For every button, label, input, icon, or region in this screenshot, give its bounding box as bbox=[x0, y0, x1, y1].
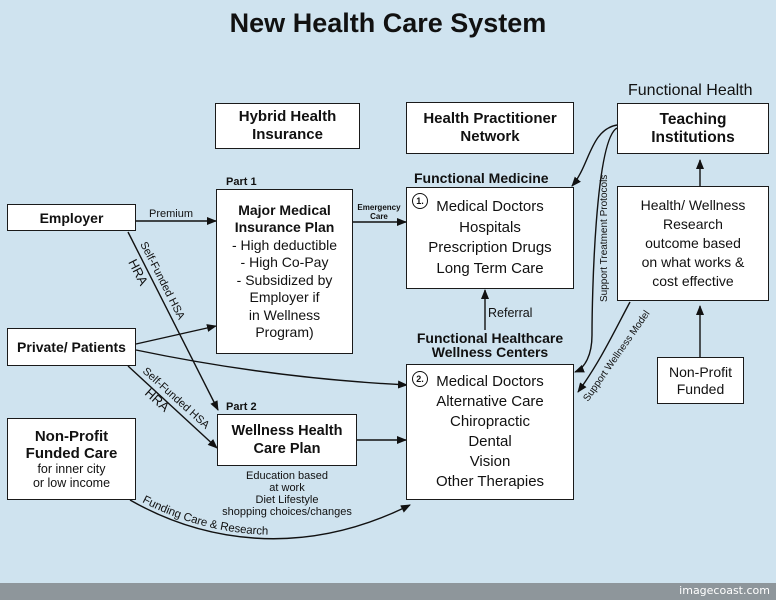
wellness-centers-header-2: Wellness Centers bbox=[431, 344, 549, 360]
label-support-treatment: Support Treatment Protocols bbox=[599, 175, 610, 302]
nonprofit-care-sub-1: for inner city bbox=[37, 462, 106, 476]
hybrid-insurance-box: Hybrid Health Insurance bbox=[215, 103, 360, 149]
functional-health-label: Functional Health bbox=[628, 82, 753, 99]
wellness-centers-item: Vision bbox=[469, 453, 511, 470]
practitioner-network-line1: Health Practitioner bbox=[423, 110, 557, 127]
functional-medicine-box: 1. Medical Doctors Hospitals Prescriptio… bbox=[406, 187, 574, 289]
wellness-centers-item: Other Therapies bbox=[435, 473, 545, 490]
wellness-centers-item: Dental bbox=[468, 433, 512, 450]
major-medical-item: in Wellness bbox=[248, 306, 321, 323]
research-line: on what works & bbox=[641, 254, 745, 270]
hybrid-insurance-line1: Hybrid Health bbox=[238, 108, 337, 125]
private-patients-label: Private/ Patients bbox=[17, 339, 126, 355]
nonprofit-care-sub-2: or low income bbox=[32, 476, 111, 490]
wellness-note-line: shopping choices/changes bbox=[222, 506, 352, 518]
research-line: Health/ Wellness bbox=[640, 197, 746, 213]
employer-box: Employer bbox=[7, 204, 136, 231]
teaching-institutions-box: Teaching Institutions bbox=[617, 103, 769, 154]
part1-label: Part 1 bbox=[226, 176, 257, 188]
wellness-plan-line1: Wellness Health bbox=[231, 423, 343, 439]
functional-medicine-header: Functional Medicine bbox=[414, 170, 549, 186]
arrow-private-major bbox=[135, 324, 217, 345]
wellness-centers-header: Functional Healthcare Wellness Centers bbox=[402, 331, 578, 359]
practitioner-network-line2: Network bbox=[460, 128, 520, 145]
functional-medicine-item: Medical Doctors bbox=[436, 198, 544, 215]
functional-medicine-item: Long Term Care bbox=[436, 259, 544, 277]
functional-medicine-item: Hospitals bbox=[459, 218, 521, 236]
major-medical-item: Program) bbox=[255, 324, 314, 340]
footer-watermark: imagecoast.com bbox=[679, 584, 770, 597]
wellness-note-line: Diet Lifestyle bbox=[255, 494, 319, 506]
major-medical-title-2: Insurance Plan bbox=[234, 219, 335, 235]
arrow-teaching-medicine bbox=[571, 124, 618, 187]
nonprofit-funded-box: Non-Profit Funded bbox=[657, 357, 744, 404]
label-referral: Referral bbox=[488, 306, 533, 320]
wellness-centers-item: Chiropractic bbox=[449, 413, 531, 430]
research-line: Research bbox=[663, 216, 723, 232]
wellness-note-line: Education based bbox=[246, 470, 328, 482]
major-medical-box: Major Medical Insurance Plan - High dedu… bbox=[216, 189, 353, 354]
teaching-institutions-line1: Teaching bbox=[659, 110, 727, 128]
private-patients-box: Private/ Patients bbox=[7, 328, 136, 366]
research-line: cost effective bbox=[652, 273, 734, 289]
wellness-centers-item: Medical Doctors bbox=[436, 373, 544, 390]
wellness-centers-header-1: Functional Healthcare bbox=[416, 330, 564, 346]
arrow-private-wellness bbox=[127, 365, 218, 449]
number-badge-2: 2. bbox=[412, 371, 428, 387]
label-emergency-1: Emergency bbox=[357, 203, 401, 212]
practitioner-network-box: Health Practitioner Network bbox=[406, 102, 574, 154]
major-medical-title-1: Major Medical bbox=[238, 201, 331, 218]
part2-label: Part 2 bbox=[226, 401, 257, 413]
teaching-institutions-line2: Institutions bbox=[651, 128, 735, 146]
nonprofit-funded-line1: Non-Profit bbox=[668, 363, 733, 380]
wellness-note-line: at work bbox=[269, 482, 305, 494]
label-emergency-2: Care bbox=[370, 212, 388, 221]
functional-medicine-item: Prescription Drugs bbox=[428, 239, 552, 256]
arrow-private-centers bbox=[135, 349, 408, 389]
hybrid-insurance-line2: Insurance bbox=[252, 126, 323, 143]
label-emergency-care: Emergency Care bbox=[354, 203, 404, 221]
wellness-centers-box: 2. Medical Doctors Alternative Care Chir… bbox=[406, 364, 574, 500]
wellness-centers-item: Alternative Care bbox=[436, 393, 544, 410]
research-line: outcome based bbox=[645, 235, 741, 251]
arrow-research-centers bbox=[577, 301, 631, 393]
wellness-plan-note: Education based at work Diet Lifestyle s… bbox=[210, 470, 364, 518]
major-medical-item: Employer if bbox=[249, 289, 320, 305]
footer-bar: imagecoast.com bbox=[0, 583, 776, 600]
major-medical-item: - High deductible bbox=[231, 236, 338, 253]
page-title: New Health Care System bbox=[229, 8, 547, 38]
arrow-employer-wellness bbox=[127, 231, 219, 411]
nonprofit-care-box: Non-Profit Funded Care for inner city or… bbox=[7, 418, 136, 500]
nonprofit-care-title-2: Funded Care bbox=[25, 445, 118, 462]
nonprofit-care-title-1: Non-Profit bbox=[34, 428, 109, 445]
arrow-teaching-centers bbox=[574, 127, 618, 373]
wellness-plan-line2: Care Plan bbox=[253, 441, 321, 457]
nonprofit-funded-line2: Funded bbox=[676, 380, 725, 397]
wellness-plan-box: Wellness Health Care Plan bbox=[217, 414, 357, 466]
research-box: Health/ Wellness Research outcome based … bbox=[617, 186, 769, 301]
major-medical-item: - High Co-Pay bbox=[240, 254, 329, 270]
arrow-funding-care bbox=[129, 499, 411, 540]
label-premium: Premium bbox=[149, 208, 194, 220]
major-medical-item: - Subsidized by bbox=[236, 271, 333, 288]
employer-label: Employer bbox=[39, 209, 104, 226]
number-badge-1: 1. bbox=[412, 193, 428, 209]
